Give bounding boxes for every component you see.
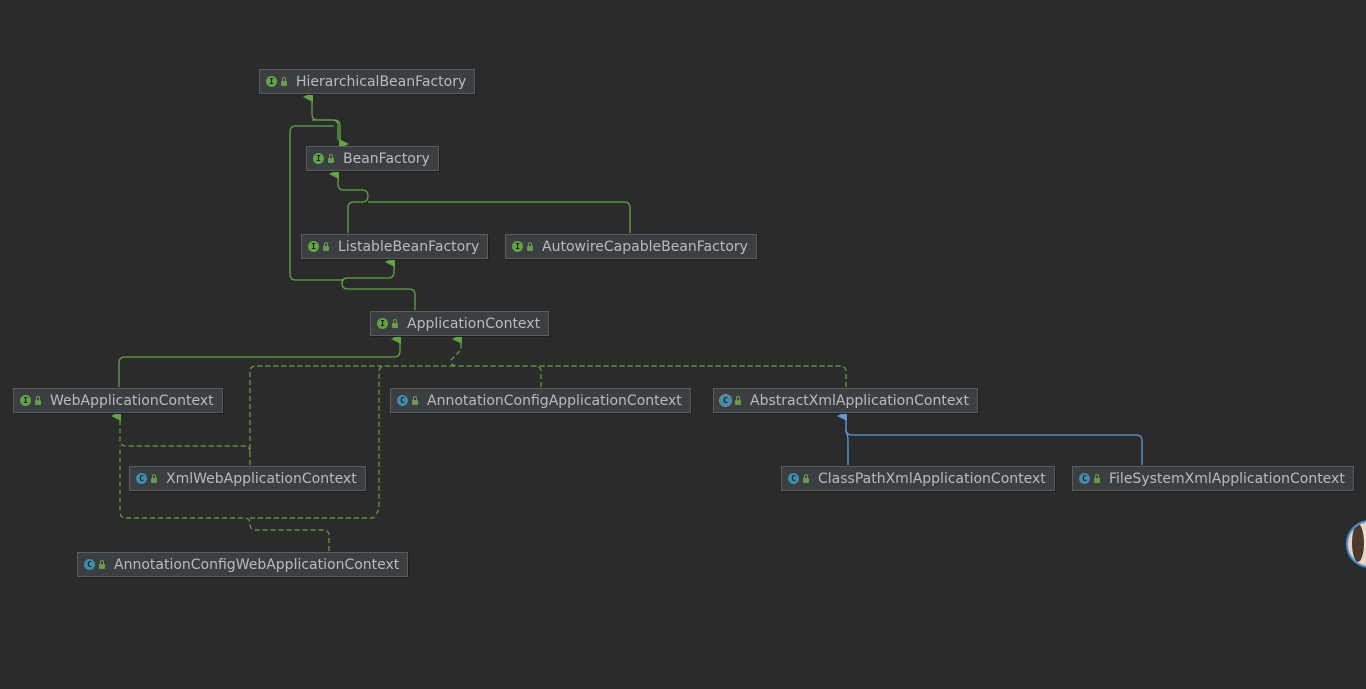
public-lock-icon <box>328 154 334 163</box>
edge-acwac-wac <box>119 446 330 551</box>
edge-wac-ac <box>118 334 401 387</box>
node-class-path-xml-application-context[interactable]: C ClassPathXmlApplicationContext <box>781 466 1055 491</box>
node-label: AutowireCapableBeanFactory <box>542 238 748 255</box>
class-icon: C <box>1079 473 1090 484</box>
abstract-class-icon: C <box>720 395 731 406</box>
public-lock-icon <box>803 474 809 483</box>
node-annotation-config-web-application-context[interactable]: C AnnotationConfigWebApplicationContext <box>77 552 409 577</box>
node-bean-factory[interactable]: I BeanFactory <box>306 146 439 171</box>
edge-acwac-ac <box>250 365 386 519</box>
edge-axac-ac <box>535 365 847 387</box>
node-label: ListableBeanFactory <box>338 238 480 255</box>
public-lock-icon <box>323 242 329 251</box>
node-annotation-config-application-context[interactable]: C AnnotationConfigApplicationContext <box>390 388 691 413</box>
interface-icon: I <box>377 318 388 329</box>
public-lock-icon <box>151 474 157 483</box>
interface-icon: I <box>313 153 324 164</box>
interface-icon: I <box>512 241 523 252</box>
edge-bf-hbf <box>303 92 339 140</box>
node-application-context[interactable]: I ApplicationContext <box>370 311 550 336</box>
edge-fsxac-axac <box>845 428 1143 465</box>
class-icon: C <box>136 473 147 484</box>
node-label: HierarchicalBeanFactory <box>296 73 467 90</box>
avatar[interactable] <box>1346 520 1366 568</box>
node-label: XmlWebApplicationContext <box>166 470 357 487</box>
edge-hbf-bf <box>312 119 349 149</box>
class-icon: C <box>397 395 408 406</box>
edge-xwac-wac <box>111 411 251 453</box>
node-xml-web-application-context[interactable]: C XmlWebApplicationContext <box>129 466 366 491</box>
edge-lbf-bf <box>329 169 369 233</box>
interface-icon: I <box>308 241 319 252</box>
edge-acbf-bf <box>368 201 631 233</box>
node-hierarchical-bean-factory[interactable]: I HierarchicalBeanFactory <box>259 69 476 94</box>
edge-ac-lbf <box>341 257 416 310</box>
public-lock-icon <box>527 242 533 251</box>
node-file-system-xml-application-context[interactable]: C FileSystemXmlApplicationContext <box>1072 466 1354 491</box>
edge-acac-ac <box>450 334 542 387</box>
node-label: ClassPathXmlApplicationContext <box>818 470 1046 487</box>
node-label: BeanFactory <box>343 150 430 167</box>
node-label: ApplicationContext <box>407 315 541 332</box>
interface-icon: I <box>20 395 31 406</box>
node-label: AnnotationConfigWebApplicationContext <box>114 556 400 573</box>
node-label: AbstractXmlApplicationContext <box>750 392 969 409</box>
class-icon: C <box>788 473 799 484</box>
node-autowire-capable-bean-factory[interactable]: I AutowireCapableBeanFactory <box>505 234 757 259</box>
public-lock-icon <box>99 560 105 569</box>
node-label: FileSystemXmlApplicationContext <box>1109 470 1345 487</box>
node-listable-bean-factory[interactable]: I ListableBeanFactory <box>301 234 489 259</box>
public-lock-icon <box>35 396 41 405</box>
node-label: AnnotationConfigApplicationContext <box>427 392 682 409</box>
node-web-application-context[interactable]: I WebApplicationContext <box>13 388 223 413</box>
node-abstract-xml-application-context[interactable]: C AbstractXmlApplicationContext <box>713 388 978 413</box>
edge-cpxac-axac <box>837 411 849 465</box>
class-icon: C <box>84 559 95 570</box>
public-lock-icon <box>735 396 741 405</box>
public-lock-icon <box>412 396 418 405</box>
public-lock-icon <box>281 77 287 86</box>
public-lock-icon <box>1094 474 1100 483</box>
node-label: WebApplicationContext <box>50 392 214 409</box>
edge-ac-hbf <box>289 125 344 281</box>
public-lock-icon <box>392 319 398 328</box>
edge-xwac-ac <box>249 365 457 465</box>
interface-icon: I <box>266 76 277 87</box>
